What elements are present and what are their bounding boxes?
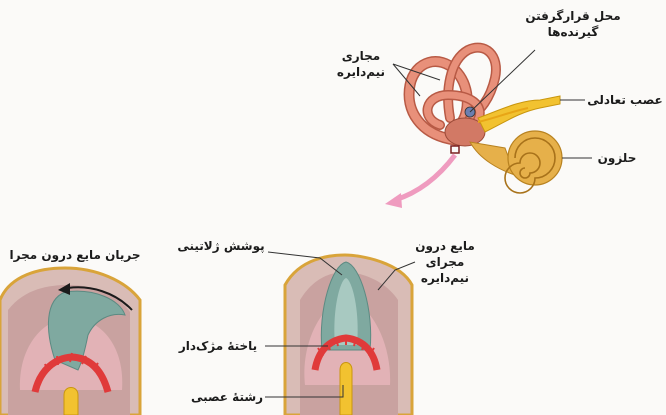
label-gelatinous-cover: پوشش ژلاتینی [175, 238, 267, 254]
inner-ear-illustration [385, 48, 592, 208]
label-fluid-flow: جریان مایع درون مجرا [0, 247, 150, 263]
region-marker [451, 146, 459, 153]
label-cochlea: حلزون [592, 150, 642, 166]
label-canal-fluid: مایع درون مجرای نیم‌دایره [405, 238, 485, 286]
label-nerve-fiber: رشتهٔ عصبی [190, 389, 264, 405]
label-hair-cell: یاختهٔ مژک‌دار [172, 338, 264, 354]
label-vestibular-nerve: عصب تعادلی [585, 92, 665, 108]
nerve-fiber [340, 363, 352, 415]
label-receptor-location: محل قرارگرفتن گیرنده‌ها [518, 8, 628, 40]
zoom-arrow [395, 155, 455, 200]
cochlea [470, 131, 562, 193]
cupula-cross-section [285, 255, 412, 415]
cupula-bent-section [0, 268, 140, 415]
label-semicircular-canals: مجاری نیم‌دایره [330, 48, 392, 80]
